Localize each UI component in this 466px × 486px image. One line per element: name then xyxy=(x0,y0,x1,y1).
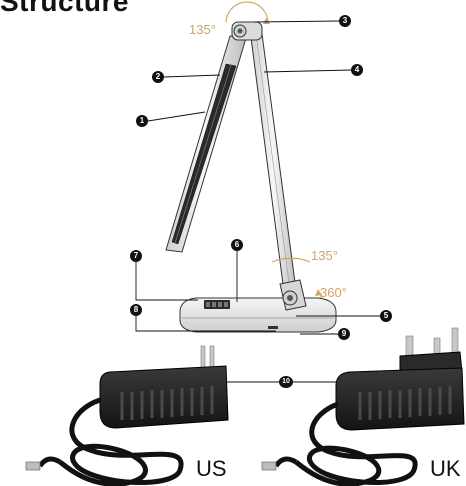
callout-6: 6 xyxy=(231,239,243,251)
diagram-title: Structure xyxy=(0,0,129,17)
callout-8: 8 xyxy=(130,304,142,316)
callout-2: 2 xyxy=(152,71,164,83)
uk-plug-label: UK xyxy=(430,456,461,481)
base-tilt-arc xyxy=(271,257,311,263)
base-hinge xyxy=(279,279,307,311)
us-plug-label: US xyxy=(196,456,227,481)
uk-adapter xyxy=(261,327,465,486)
callout-3: 3 xyxy=(339,15,351,27)
leader-lines xyxy=(135,20,382,383)
lamp-base xyxy=(179,297,337,333)
callout-4: 4 xyxy=(351,64,363,76)
lamp-head-panel xyxy=(165,35,247,253)
touch-panel xyxy=(204,300,230,309)
callout-7: 7 xyxy=(130,250,142,262)
us-adapter xyxy=(25,345,229,486)
callout-10: 10 xyxy=(279,376,293,388)
usb-port xyxy=(268,326,278,329)
callout-9: 9 xyxy=(338,328,350,340)
base-tilt-angle-label: 135° xyxy=(311,248,338,263)
head-angle-arc xyxy=(225,1,269,25)
callout-5: 5 xyxy=(380,310,392,322)
base-rotate-angle-label: 360° xyxy=(320,285,347,300)
callout-1: 1 xyxy=(136,115,148,127)
base-rotate-arrow xyxy=(315,289,322,296)
lamp-upper-arm xyxy=(249,29,297,293)
head-angle-arrow xyxy=(263,18,270,24)
head-angle-label: 135° xyxy=(189,22,216,37)
top-hinge xyxy=(231,21,263,41)
